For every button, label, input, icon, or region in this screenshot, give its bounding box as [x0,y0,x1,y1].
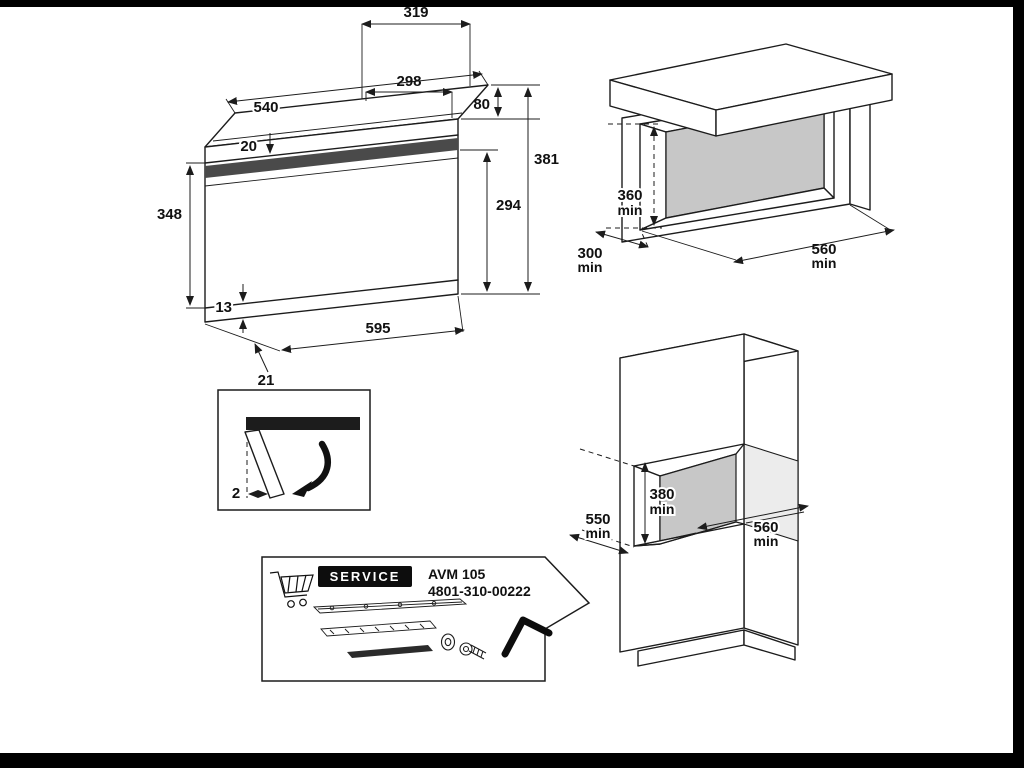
dim-319-label: 319 [403,4,428,21]
niche-left-wall [639,123,667,231]
dim-381-label: 381 [534,151,559,168]
oven-isometric-diagram: 540 20 348 13 595 21 [157,4,559,389]
dim-550-value: 550 [585,511,610,528]
screw-icon [459,642,487,660]
model-number: AVM 105 [428,566,486,582]
service-kit-callout: SERVICE AVM 105 4801-310-00222 [261,556,591,682]
service-badge-label: SERVICE [330,569,401,584]
letterbox-bottom [0,753,1024,768]
tilted-door-panel [244,429,285,499]
detail-box-border [217,389,371,511]
dim-360-value: 360 [617,187,642,204]
dim-319: 319 [361,4,471,99]
dim-560-upper-unit: min [812,255,837,271]
kit-rail-2 [320,620,437,637]
dim-381: 381 [524,87,559,292]
dim-595: 595 [204,295,465,353]
dim-294-label: 294 [496,197,522,214]
dim-560-min-upper: 560 min [641,204,895,271]
oven-door-top-line [204,134,459,164]
oven-door-trim-line [204,157,459,187]
dim-2-label: 2 [232,485,240,502]
dim-2: 2 [230,483,268,504]
letterbox-right [1013,0,1024,768]
dim-560-tall-unit: min [754,533,779,549]
rotation-arrowhead [292,481,312,497]
dim-360-unit: min [618,202,643,218]
plinth-side [743,629,796,661]
dim-595-label: 595 [365,320,390,337]
dim-21: 21 [254,343,275,389]
washer-icon [440,633,456,651]
dim-20: 20 [238,133,274,157]
door-detail-diagram: 2 [217,389,371,511]
dim-380-min: 380 min [579,448,677,544]
dim-550-min: 550 min [569,509,635,555]
dim-380-unit: min [650,501,675,517]
dim-560-tall-value: 560 [753,519,778,536]
dim-560-min-tall: 560 min [635,503,809,551]
dim-298-label: 298 [396,73,421,90]
dim-298: 298 [365,73,453,118]
dim-300-min: 300 min [577,230,649,275]
upper-cabinet-diagram: 360 min 300 min 560 min [577,43,895,275]
dim-348: 348 [157,162,205,309]
oven-door-bottom-line [204,279,459,309]
oven-top-seam [212,112,463,142]
dim-560-upper-value: 560 [811,241,836,258]
dim-13: 13 [213,284,247,333]
allen-key-icon [501,616,553,658]
dim-300-unit: min [578,259,603,275]
kit-rail-3 [347,645,433,658]
dim-80-label: 80 [473,96,490,113]
kit-rail-1 [312,598,468,614]
letterbox-top [0,0,1024,7]
dim-380-value: 380 [649,486,674,503]
dim-300-value: 300 [577,245,602,262]
dim-348-label: 348 [157,206,182,223]
tall-cabinet-diagram: 380 min 550 min 560 min [569,333,809,667]
dim-550-unit: min [586,525,611,541]
shopping-cart-icon [269,571,314,608]
service-badge [318,566,412,587]
dim-360-min: 360 min [606,123,662,229]
dim-540-label: 540 [253,99,278,116]
dim-13-label: 13 [215,299,232,316]
part-number: 4801-310-00222 [428,583,531,599]
dim-20-label: 20 [240,138,257,155]
oven-handle-bar [205,138,458,178]
worktop-edge-bar [246,417,360,430]
worktop-right-face [715,73,893,137]
rotation-arrow [304,440,331,492]
dim-294: 294 [460,149,540,295]
dim-21-label: 21 [258,372,275,389]
dim-540: 540 [225,70,489,118]
